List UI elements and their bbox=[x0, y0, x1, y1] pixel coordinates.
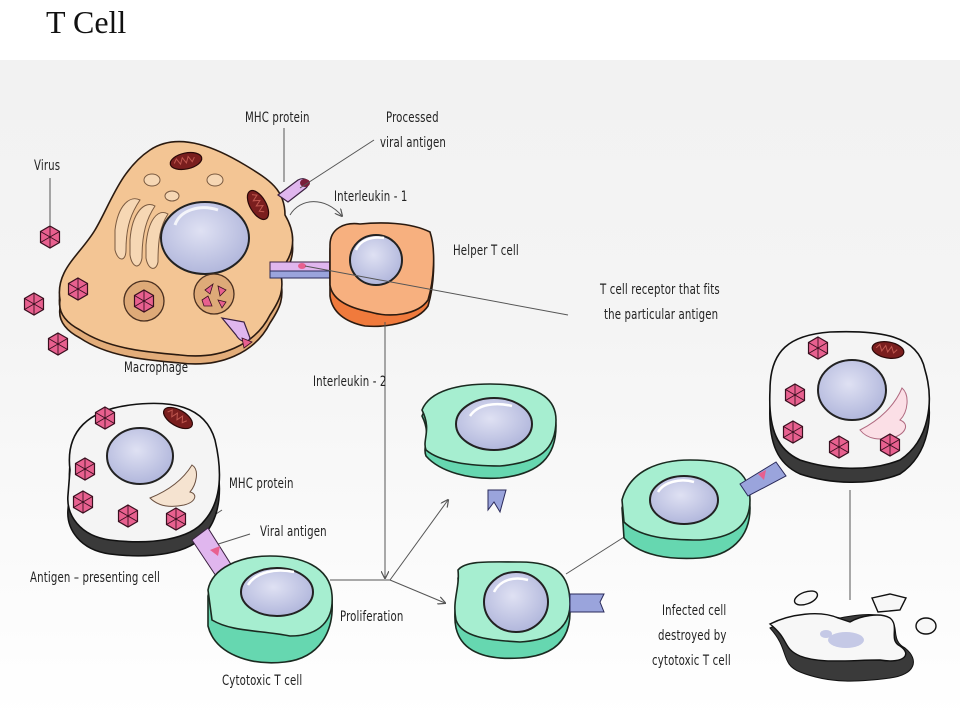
macrophage-cell bbox=[58, 140, 310, 365]
label-macrophage: Macrophage bbox=[124, 360, 189, 376]
cytotoxic-t-cell-attacking bbox=[621, 459, 787, 560]
label-cytotoxic-t-cell: Cytotoxic T cell bbox=[222, 673, 303, 689]
helper-t-cell bbox=[329, 222, 435, 328]
label-processed-antigen-2: viral antigen bbox=[380, 135, 447, 151]
label-infected-1: Infected cell bbox=[662, 603, 727, 619]
cytotoxic-t-cell-clone-1 bbox=[421, 383, 557, 514]
label-receptor-1: T cell receptor that fits bbox=[600, 282, 720, 298]
label-processed-antigen-1: Processed bbox=[386, 110, 439, 126]
page-title: T Cell bbox=[46, 4, 127, 40]
destroyed-cell bbox=[768, 590, 937, 682]
t-cell-diagram bbox=[23, 128, 937, 682]
antigen-presenting-cell bbox=[67, 402, 221, 557]
label-interleukin-1: Interleukin - 1 bbox=[334, 189, 408, 205]
label-helper-t-cell: Helper T cell bbox=[453, 243, 519, 259]
label-proliferation: Proliferation bbox=[340, 609, 404, 625]
virus-icon bbox=[39, 225, 61, 249]
label-interleukin-2: Interleukin - 2 bbox=[313, 374, 387, 390]
label-infected-2: destroyed by bbox=[658, 628, 727, 644]
mhc-receptor-bridge-top bbox=[269, 261, 333, 279]
label-mhc-protein-top: MHC protein bbox=[245, 110, 310, 126]
label-viral-antigen: Viral antigen bbox=[260, 524, 327, 540]
cytotoxic-t-cell-clone-2 bbox=[454, 561, 605, 660]
label-antigen-presenting-cell: Antigen – presenting cell bbox=[30, 570, 160, 586]
virus-icon bbox=[23, 292, 45, 316]
label-infected-3: cytotoxic T cell bbox=[652, 653, 731, 669]
virus-icon bbox=[47, 332, 69, 356]
cytotoxic-t-cell bbox=[207, 555, 333, 664]
label-receptor-2: the particular antigen bbox=[604, 307, 719, 323]
diagram-canvas: Virus MHC protein Processed viral antige… bbox=[0, 60, 960, 720]
infected-cell bbox=[768, 330, 930, 483]
label-mhc-protein-bottom: MHC protein bbox=[229, 476, 294, 492]
label-virus: Virus bbox=[34, 158, 61, 174]
